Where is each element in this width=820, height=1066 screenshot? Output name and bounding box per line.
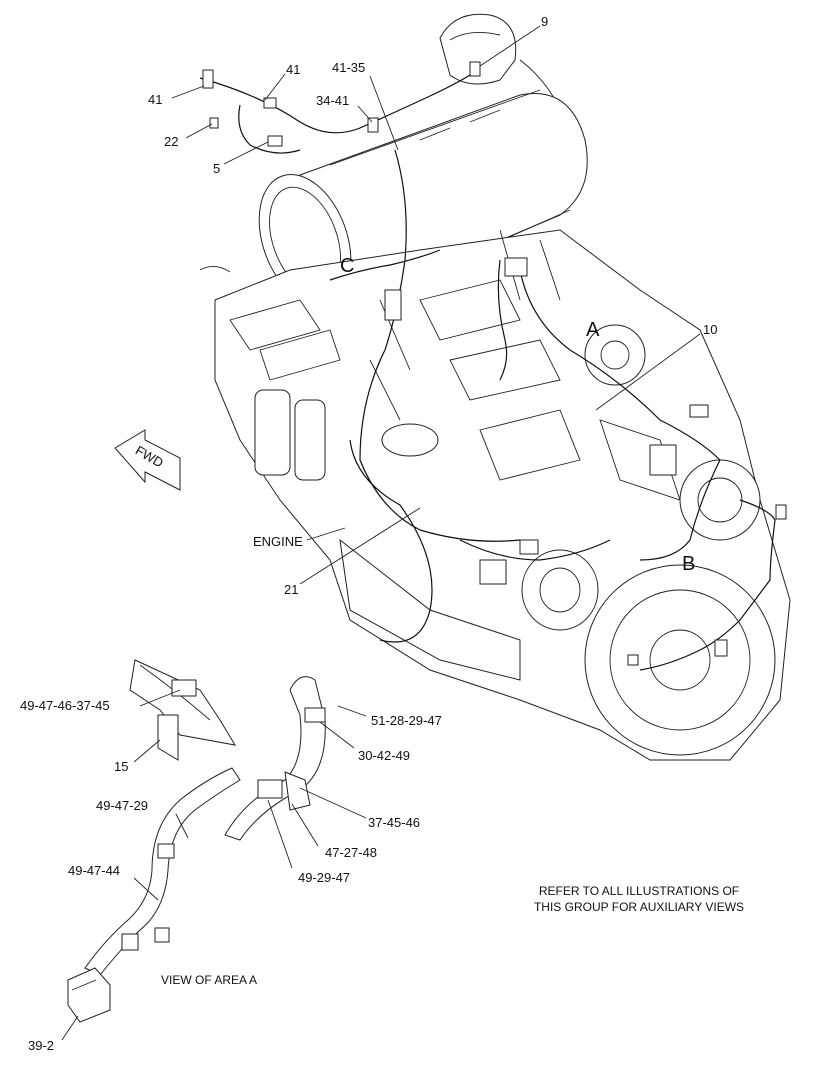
callout-41-upper: 41 [286,62,300,77]
callout-10: 10 [703,322,717,337]
callout-5: 5 [213,161,220,176]
callout-15: 15 [114,759,128,774]
view-of-area-a-label: VIEW OF AREA A [161,973,257,987]
callout-41-left: 41 [148,92,162,107]
view-letter-c: C [340,255,354,277]
callout-34-41: 34-41 [316,93,349,108]
view-letter-a: A [586,319,600,341]
note-line-1: REFER TO ALL ILLUSTRATIONS OF [539,884,739,898]
engine-callouts: 9 41 41 41-35 34-41 22 5 10 21 ENGINE [148,14,717,597]
callout-37-45-46: 37-45-46 [368,815,420,830]
callout-39-2: 39-2 [28,1038,54,1053]
engine-label: ENGINE [253,534,303,549]
callout-22: 22 [164,134,178,149]
detail-callouts: 49-47-46-37-45 15 51-28-29-47 30-42-49 4… [20,689,442,1053]
callout-49-47-29: 49-47-29 [96,798,148,813]
area-a-detail-drawing [67,659,326,1023]
callout-47-27-48: 47-27-48 [325,845,377,860]
callout-49-47-44: 49-47-44 [68,863,120,878]
forward-direction-arrow: FWD [114,429,181,491]
callout-30-42-49: 30-42-49 [358,748,410,763]
callout-51-28-29-47: 51-28-29-47 [371,713,442,728]
callout-21: 21 [284,582,298,597]
view-letter-b: B [682,553,695,575]
engine-illustration [199,13,791,761]
callout-9: 9 [541,14,548,29]
callout-49-29-47: 49-29-47 [298,870,350,885]
note-line-2: THIS GROUP FOR AUXILIARY VIEWS [534,900,744,914]
callout-49-47-46-37-45: 49-47-46-37-45 [20,698,110,713]
callout-41-35: 41-35 [332,60,365,75]
reference-note: REFER TO ALL ILLUSTRATIONS OF THIS GROUP… [534,884,744,914]
